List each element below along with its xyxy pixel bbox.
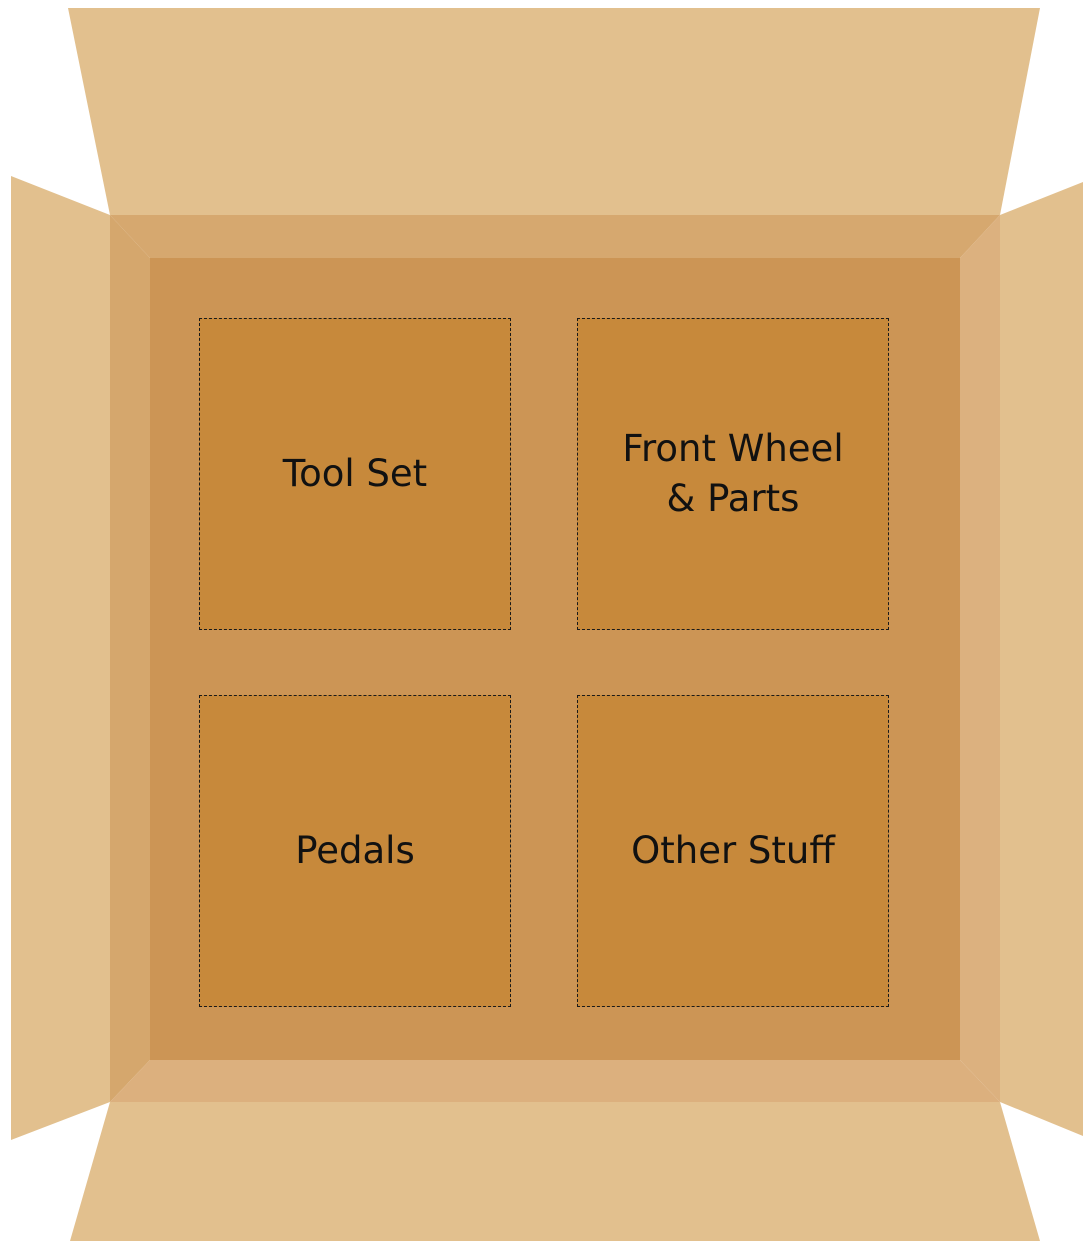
compartment-other-stuff: Other Stuff <box>577 695 889 1007</box>
compartment-pedals: Pedals <box>199 695 511 1007</box>
box-wall-right <box>960 215 1000 1102</box>
box-wall-bottom <box>110 1060 1000 1102</box>
bottom-flap <box>70 1102 1040 1241</box>
left-flap <box>11 176 110 1140</box>
compartment-tool-set: Tool Set <box>199 318 511 630</box>
top-flap <box>68 8 1040 215</box>
compartment-label: Tool Set <box>283 449 427 499</box>
box-wall-left <box>110 215 150 1102</box>
compartment-label: Other Stuff <box>631 826 835 876</box>
right-flap <box>1000 182 1083 1136</box>
compartment-front-wheel-parts: Front Wheel & Parts <box>577 318 889 630</box>
compartment-label: Pedals <box>295 826 414 876</box>
compartment-label: Front Wheel & Parts <box>622 424 843 524</box>
box-wall-top <box>110 215 1000 258</box>
